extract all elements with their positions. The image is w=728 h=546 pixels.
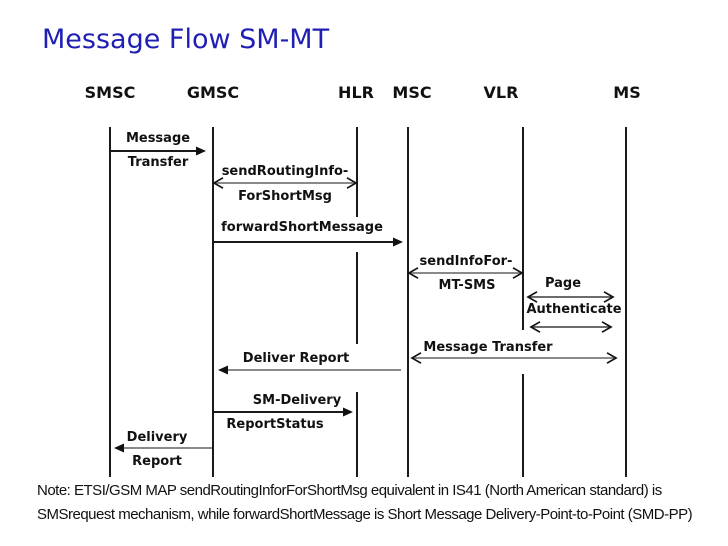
arrow-page-label: Page <box>544 276 582 291</box>
lifeline-vlr-1 <box>522 127 524 330</box>
entity-ms: MS <box>613 83 641 102</box>
arrow-sm-delivery-report-status-label-2: ReportStatus <box>226 417 324 432</box>
lifeline-smsc <box>109 127 111 477</box>
lifeline-ms <box>625 127 627 477</box>
arrow-send-info-for-mt-sms-label-2: MT-SMS <box>438 278 496 293</box>
arrow-send-routing-info-for-short-msg <box>212 177 358 189</box>
arrow-delivery-report-label-2: Report <box>132 454 182 469</box>
arrow-delivery-report-label-1: Delivery <box>126 430 188 445</box>
entity-gmsc: GMSC <box>186 83 240 102</box>
arrow-send-info-for-mt-sms <box>407 267 524 279</box>
arrow-message-transfer-smsc-gmsc-label-2: Transfer <box>127 155 189 170</box>
footnote-line-1: Note: ETSI/GSM MAP sendRoutingInforForSh… <box>37 482 662 499</box>
arrow-authenticate <box>529 321 613 333</box>
arrow-message-transfer-smsc-gmsc <box>111 146 206 156</box>
arrow-deliver-report-label: Deliver Report <box>242 351 350 366</box>
lifeline-gmsc <box>212 127 214 477</box>
arrow-forward-short-message-label: forwardShortMessage <box>221 220 383 235</box>
arrow-send-routing-info-for-short-msg-label-1: sendRoutingInfo- <box>221 164 349 179</box>
arrow-message-transfer-msc-ms-label: Message Transfer <box>423 340 553 355</box>
arrow-sm-delivery-report-status <box>214 407 353 417</box>
lifeline-hlr-3 <box>356 392 358 477</box>
lifeline-vlr-2 <box>522 374 524 477</box>
entity-msc: MSC <box>392 83 432 102</box>
lifeline-msc <box>407 127 409 477</box>
page-title: Message Flow SM-MT <box>42 24 330 55</box>
entity-smsc: SMSC <box>84 83 136 102</box>
footnote-line-2: SMSrequest mechanism, while forwardShort… <box>37 506 693 523</box>
arrow-message-transfer-smsc-gmsc-label-1: Message <box>125 131 191 146</box>
lifeline-hlr-2 <box>356 252 358 344</box>
arrow-send-routing-info-for-short-msg-label-2: ForShortMsg <box>238 189 332 204</box>
arrow-delivery-report <box>114 443 212 453</box>
entity-vlr: VLR <box>483 83 519 102</box>
arrow-sm-delivery-report-status-label-1: SM-Delivery <box>252 393 342 408</box>
entity-hlr: HLR <box>338 83 374 102</box>
arrow-message-transfer-msc-ms <box>410 352 618 364</box>
lifeline-hlr-1 <box>356 127 358 217</box>
arrow-page <box>526 291 615 303</box>
footnote: Note: ETSI/GSM MAP sendRoutingInforForSh… <box>37 479 693 527</box>
arrow-send-info-for-mt-sms-label-1: sendInfoFor- <box>419 254 513 269</box>
arrow-authenticate-label: Authenticate <box>526 302 622 317</box>
arrow-forward-short-message <box>214 237 403 247</box>
arrow-deliver-report <box>218 365 401 375</box>
